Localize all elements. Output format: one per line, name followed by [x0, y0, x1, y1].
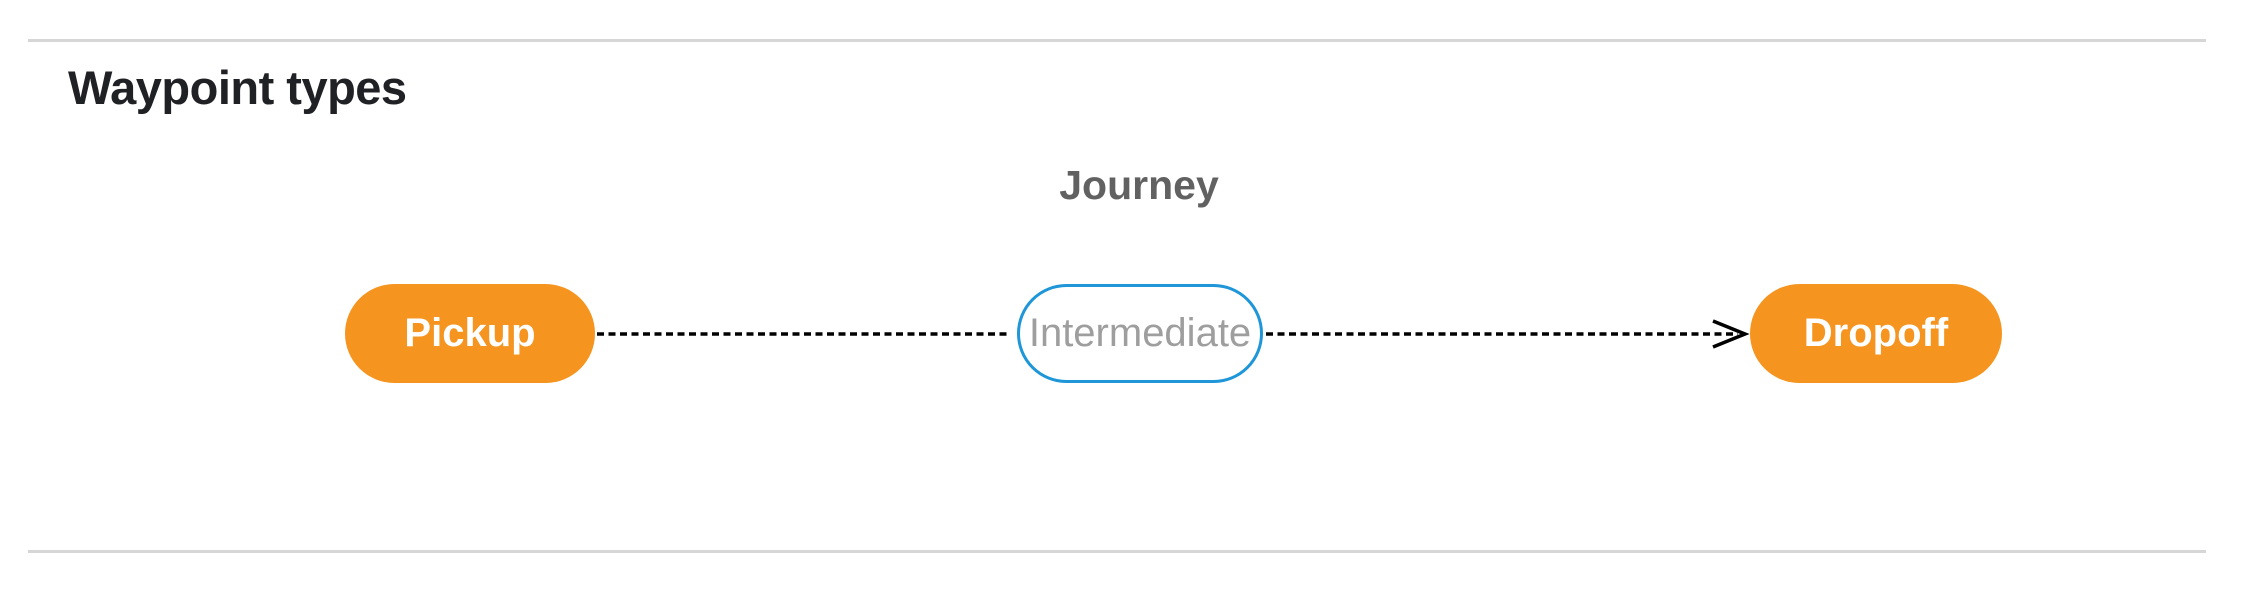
- bottom-divider: [28, 550, 2206, 553]
- section-heading: Waypoint types: [68, 61, 407, 114]
- arrowhead-icon: [1712, 319, 1750, 349]
- node-dropoff-label: Dropoff: [1803, 311, 1949, 355]
- node-intermediate: Intermediate: [1017, 284, 1263, 383]
- node-intermediate-label: Intermediate: [1028, 311, 1252, 355]
- node-dropoff: Dropoff: [1750, 284, 2002, 383]
- node-pickup-label: Pickup: [404, 311, 536, 355]
- diagram-caption: Journey: [1059, 162, 1219, 208]
- top-divider: [28, 39, 2206, 42]
- node-pickup: Pickup: [345, 284, 595, 383]
